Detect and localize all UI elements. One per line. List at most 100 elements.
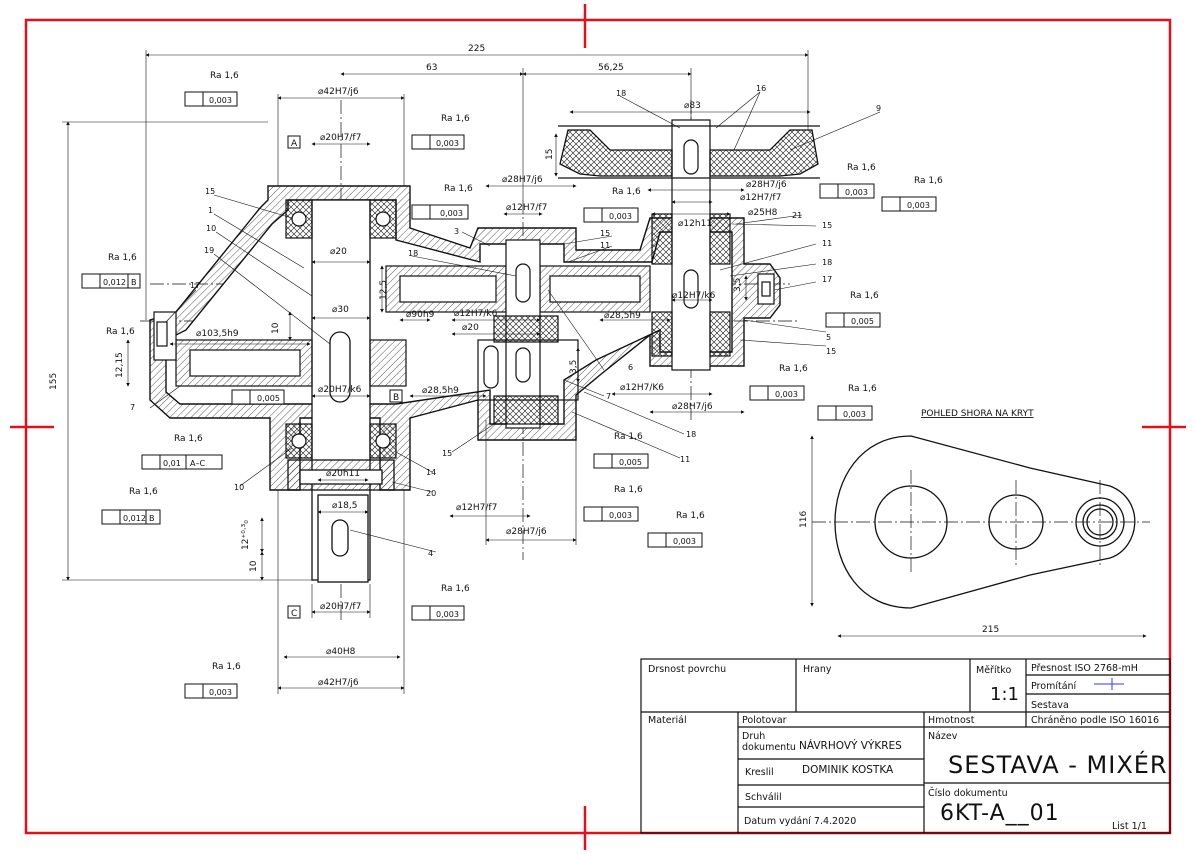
text-layer: 225 63 56,25 155 ⌀83 ⌀42H7/j6 ⌀20H7/f7 ⌀… [49,44,1168,832]
ra-label: Ra 1,6 [848,384,877,394]
tb-promitani: Promítání [1031,681,1077,692]
tb-druh-label1: Druh [742,731,765,742]
tb-kreslil-label: Kreslil [745,767,774,778]
main-shaft [287,199,395,583]
dim-10b: 10 [249,560,259,572]
tb-sestava-small: Sestava [1031,700,1069,711]
dim-d12f7-b: ⌀12H7/f7 [456,503,497,513]
tb-schvalil: Schválil [745,792,782,803]
view-title: POHLED SHORA NA KRYT [921,409,1034,419]
position-number: 21 [792,211,802,220]
tol-value: 0,012 [123,514,146,523]
dim-d20-b: ⌀20 [462,323,479,333]
dim-overall-width: 225 [468,44,485,54]
dim-d12-right: ⌀12H7/f7 [740,193,781,203]
dim-d28-top: ⌀28H7/j6 [502,175,543,185]
projection-icon [1094,678,1124,690]
position-number: 15 [205,187,215,196]
position-number: 11 [822,239,832,248]
dim-15: 15 [545,149,555,160]
dimension-lines [62,50,1147,694]
datum-c: C [291,609,297,619]
ra-label: Ra 1,6 [106,327,135,337]
tol-value: 0,012 [103,278,126,287]
datum-ref-ac: A–C [190,459,205,468]
leader-lines [149,91,881,553]
position-number: 15 [600,229,610,238]
dim-d20k6: ⌀20H7/k6 [318,385,362,395]
dim-d12k6-a: ⌀12H7/k6 [454,309,498,319]
dim-d12k6-c: ⌀12H7/K6 [620,383,664,393]
ra-label: Ra 1,6 [212,662,241,672]
tb-list: List 1/1 [1112,821,1147,832]
tb-hmotnost: Hmotnost [928,715,975,726]
tb-drsnost: Drsnost povrchu [648,664,726,675]
position-number: 7 [606,392,611,401]
ra-label: Ra 1,6 [676,511,705,521]
position-number: 14 [426,468,436,477]
tol-value: 0,003 [436,139,459,148]
position-number: 4 [428,549,433,558]
position-number: 11 [680,455,690,464]
tb-presnost: Přesnost ISO 2768-mH [1031,663,1138,674]
dim-d83: ⌀83 [684,101,701,111]
tol-value: 0,005 [257,394,280,403]
cover-top-view [834,435,1136,609]
ra-label: Ra 1,6 [444,184,473,194]
position-number: 15 [442,449,452,458]
tol-value: 0,003 [609,511,632,520]
datum-ref-b1: B [131,278,137,287]
position-number: 11 [600,241,610,250]
ra-label: Ra 1,6 [614,485,643,495]
tb-meritko-label: Měřítko [976,665,1011,676]
tol-value: 0,003 [440,209,463,218]
dim-d42-top: ⌀42H7/j6 [318,87,359,97]
ra-label: Ra 1,6 [779,364,808,374]
bearings-left [285,199,397,459]
tolerance-frames [81,91,937,699]
dim-5625: 56,25 [598,63,624,73]
tb-druh-value: NÁVRHOVÝ VÝKRES [799,739,902,752]
dim-35a: 3,5 [733,278,743,292]
dim-d12-top: ⌀12H7/f7 [506,203,547,213]
dim-d28-right: ⌀28H7/j6 [746,180,787,190]
tb-material: Materiál [648,715,687,726]
dim-d90h9: ⌀90h9 [406,310,435,320]
dim-d12k6-b: ⌀12H7/k6 [672,291,716,301]
tol-value: 0,005 [851,317,874,326]
position-number: 1 [208,206,213,215]
tb-cislo-value: 6KT-A__01 [940,801,1060,826]
dim-10: 10 [271,322,281,334]
dim-d12h11: ⌀12h11 [678,219,712,229]
tol-value: 0,01 [163,459,181,468]
dim-d25h8: ⌀25H8 [748,208,778,218]
dim-125: 12,5 [379,280,389,300]
drawing-frame [10,4,1186,850]
position-number: 16 [756,84,766,93]
ra-label: Ra 1,6 [441,114,470,124]
position-number: 9 [876,104,881,113]
tb-hrany: Hrany [803,664,832,675]
dim-d28-bot: ⌀28H7/j6 [506,527,547,537]
datum-b: B [393,393,399,403]
ra-label: Ra 1,6 [614,432,643,442]
dim-155: 155 [49,373,59,390]
position-number: 7 [130,403,135,412]
ra-label: Ra 1,6 [174,434,203,444]
tb-chraneno: Chráněno podle ISO 16016 [1031,715,1159,726]
tol-value: 0,003 [843,410,866,419]
dim-35b: 3,5 [569,360,579,374]
dim-12-tol: 12⁺⁰·³₀ [241,520,251,550]
tb-meritko-value: 1:1 [990,684,1019,705]
tb-kreslil-value: DOMINIK KOSTKA [802,764,894,776]
dim-d20-mid: ⌀20 [330,247,347,257]
dim-d20-top: ⌀20H7/f7 [320,133,361,143]
position-number: 3 [454,227,459,236]
tb-nazev-value: SESTAVA - MIXÉR [948,750,1168,779]
dim-d285-b: ⌀28,5h9 [422,386,459,396]
ra-label: Ra 1,6 [612,187,641,197]
tb-datum: Datum vydání 7.4.2020 [744,816,856,827]
dim-d1035: ⌀103,5h9 [196,329,239,339]
position-number: 5 [826,333,831,342]
dim-d30: ⌀30 [332,305,349,315]
